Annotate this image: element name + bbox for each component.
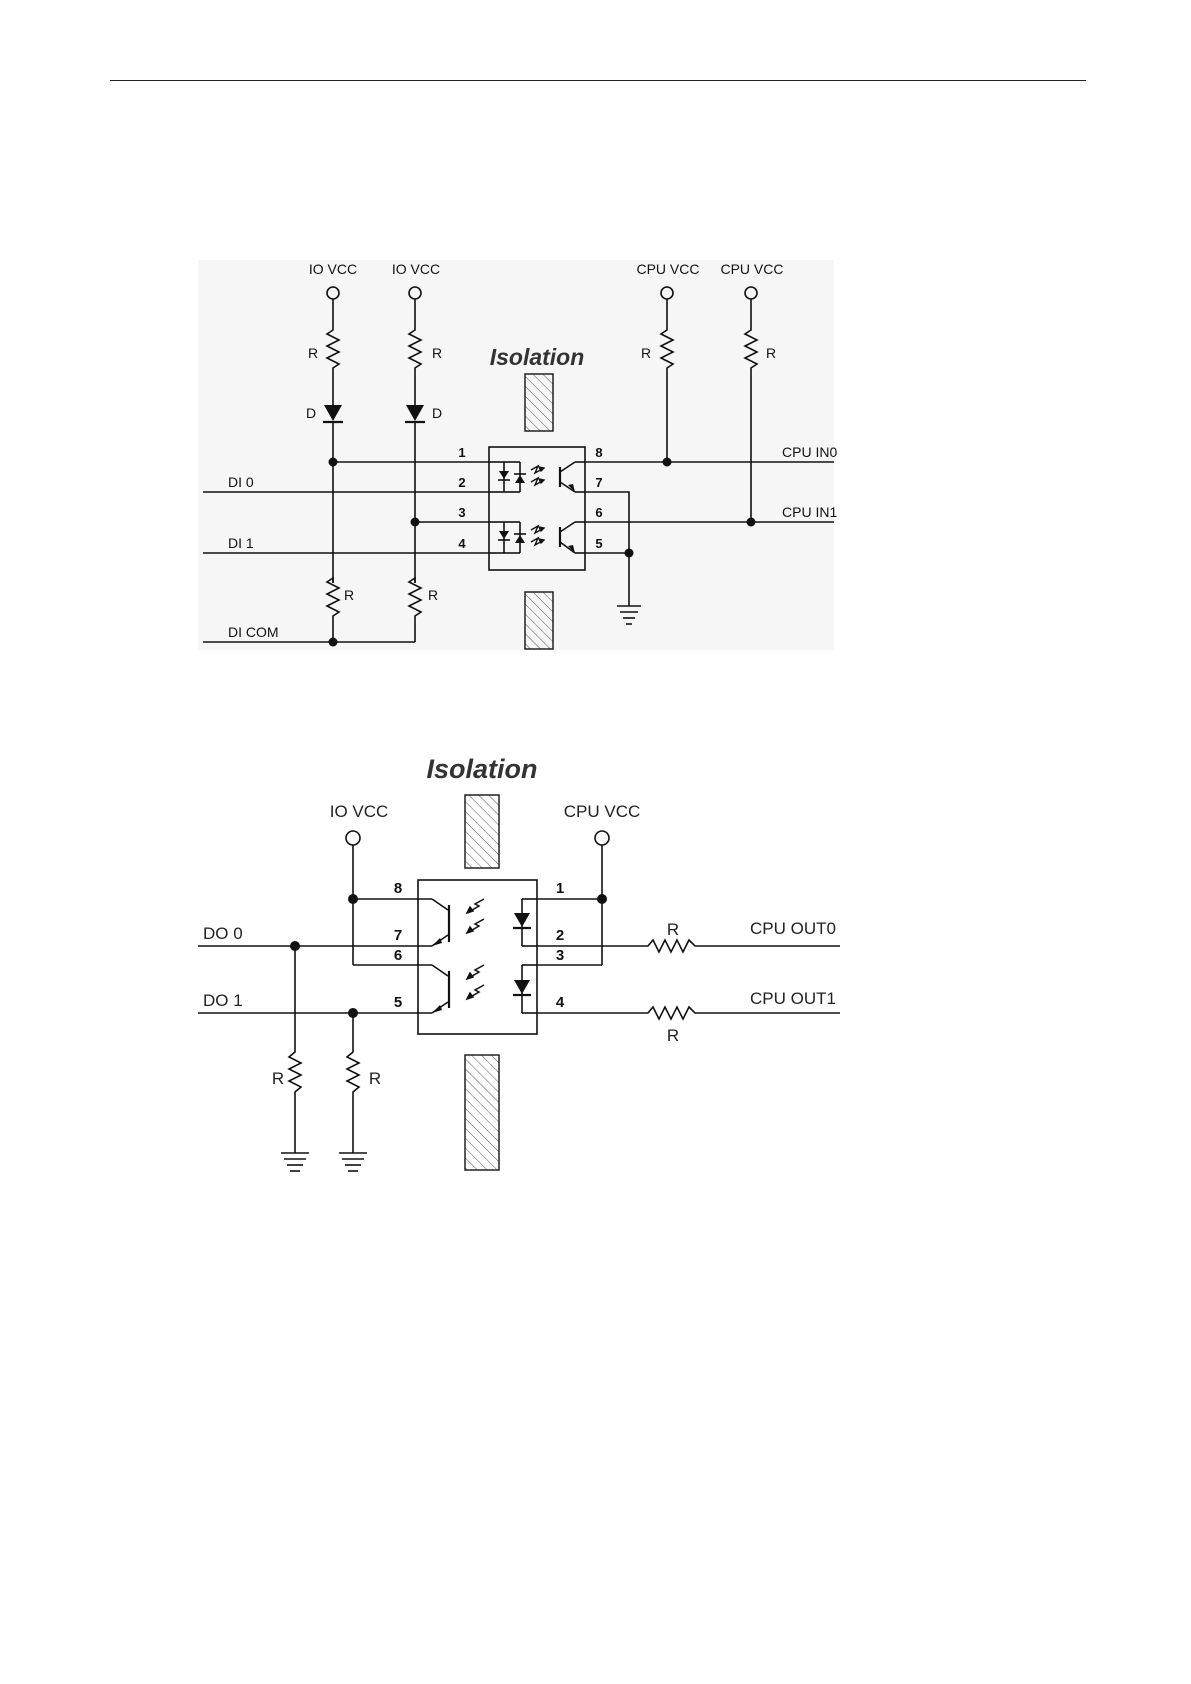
- do-pin-2: 2: [556, 927, 564, 944]
- di-isolation-barrier-top: [525, 374, 553, 431]
- di-com-label: DI COM: [228, 624, 279, 640]
- di-cpu-in1-label: CPU IN1: [782, 504, 837, 520]
- do-r-label-3: R: [667, 920, 679, 939]
- di-r-label-3: R: [344, 587, 354, 603]
- do-pulldown-resistor-2: [347, 1013, 359, 1153]
- di-pin-3: 3: [458, 505, 465, 520]
- do-pin-8: 8: [394, 880, 402, 897]
- do-pin-7: 7: [394, 927, 402, 944]
- do-cpu-out0-label: CPU OUT0: [750, 919, 836, 938]
- do-r-label-4: R: [667, 1026, 679, 1045]
- di-cpu-vcc-label-2: CPU VCC: [720, 261, 783, 277]
- di-r-label-6: R: [766, 345, 776, 361]
- di-1-label: DI 1: [228, 535, 254, 551]
- di-io-vcc-label-2: IO VCC: [392, 261, 440, 277]
- do-ground-symbol-2: [339, 1153, 367, 1171]
- di-0-label: DI 0: [228, 474, 254, 490]
- di-pin-1: 1: [458, 445, 465, 460]
- di-cpu-vcc-label-1: CPU VCC: [636, 261, 699, 277]
- di-pin-7: 7: [595, 475, 602, 490]
- di-d-label-2: D: [432, 405, 442, 421]
- di-panel: [198, 260, 834, 650]
- di-pin-4: 4: [458, 536, 466, 551]
- do-pin-6: 6: [394, 947, 402, 964]
- di-pin-2: 2: [458, 475, 465, 490]
- di-d-label-1: D: [306, 405, 316, 421]
- do-series-resistor-1: [537, 940, 840, 952]
- di-r-label-4: R: [428, 587, 438, 603]
- do-cpu-vcc-terminal: [595, 831, 609, 845]
- do-r-label-2: R: [369, 1069, 381, 1088]
- do-isolation-barrier-bottom: [465, 1055, 499, 1170]
- do-isolation-barrier-top: [465, 795, 499, 868]
- di-pin-8: 8: [595, 445, 602, 460]
- di-pin-6: 6: [595, 505, 602, 520]
- do-pin-3: 3: [556, 947, 564, 964]
- do-io-vcc-terminal: [346, 831, 360, 845]
- do-pin-1: 1: [556, 880, 564, 897]
- di-r-label-1: R: [308, 345, 318, 361]
- do-pin-4: 4: [556, 994, 565, 1011]
- do-series-resistor-2: [537, 1007, 840, 1019]
- do-phototransistor-2: [432, 965, 449, 1013]
- digital-input-circuit: IO VCC IO VCC CPU VCC CPU VCC R R D D R …: [198, 260, 837, 650]
- do-led-2: [513, 965, 537, 1013]
- di-io-vcc-label-1: IO VCC: [309, 261, 357, 277]
- do-light-arrows: [467, 899, 484, 999]
- do-pin-5: 5: [394, 994, 402, 1011]
- di-pin-5: 5: [595, 536, 602, 551]
- do-led-1: [513, 899, 537, 946]
- do-isolation-label: Isolation: [426, 754, 537, 784]
- di-r-label-2: R: [432, 345, 442, 361]
- do-io-vcc-label: IO VCC: [330, 802, 389, 821]
- do-pulldown-resistor-1: [289, 946, 301, 1153]
- digital-output-circuit: Isolation IO VCC CPU VCC DO 0 DO 1 R R: [198, 754, 840, 1171]
- di-r-label-5: R: [641, 345, 651, 361]
- do-r-label-1: R: [272, 1069, 284, 1088]
- do-1-label: DO 1: [203, 991, 243, 1010]
- do-phototransistor-1: [432, 899, 449, 946]
- do-ground-symbol-1: [281, 1153, 309, 1171]
- do-cpu-vcc-label: CPU VCC: [564, 802, 641, 821]
- do-0-label: DO 0: [203, 924, 243, 943]
- do-cpu-out1-label: CPU OUT1: [750, 989, 836, 1008]
- di-isolation-label: Isolation: [490, 344, 585, 370]
- di-cpu-in0-label: CPU IN0: [782, 444, 837, 460]
- di-isolation-barrier-bottom: [525, 592, 553, 649]
